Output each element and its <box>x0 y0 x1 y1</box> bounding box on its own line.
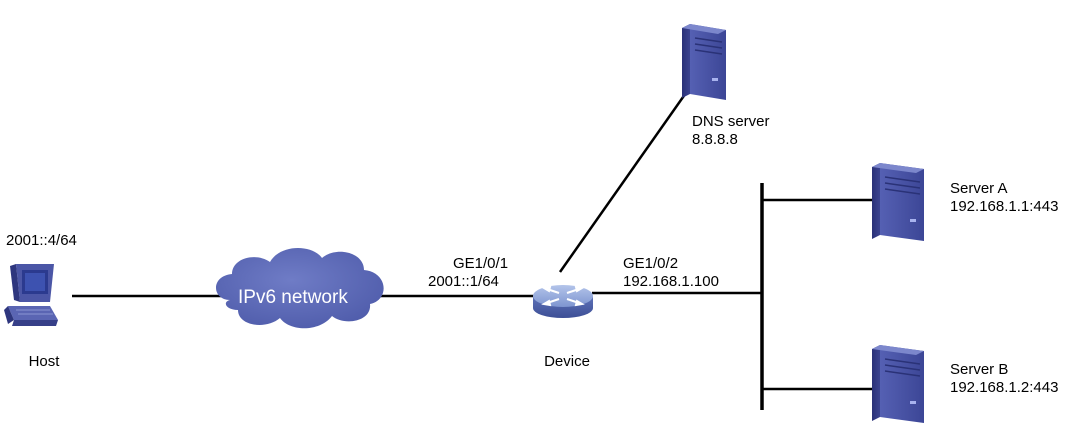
device-if1-name: GE1/0/1 <box>453 255 509 272</box>
host-label: Host <box>28 353 60 370</box>
device-if2-address: 192.168.1.100 <box>623 273 719 290</box>
server-b-address: 192.168.1.2:443 <box>950 379 1059 396</box>
server-a-icon <box>872 163 924 241</box>
host-address-label: 2001::4/64 <box>6 232 77 249</box>
links <box>72 89 876 410</box>
host-computer-icon <box>4 264 58 326</box>
ipv6-network-cloud-icon <box>216 247 384 329</box>
server-a-label: Server A <box>950 180 1008 197</box>
cloud-label: IPv6 network <box>238 287 348 308</box>
server-b-label: Server B <box>950 361 1009 378</box>
dns-server-label: DNS server <box>692 113 770 130</box>
dns-server-icon <box>682 24 726 100</box>
server-b-icon <box>872 345 924 423</box>
device-label: Device <box>544 353 590 370</box>
router-icon <box>533 285 593 318</box>
server-a-address: 192.168.1.1:443 <box>950 198 1059 215</box>
link-device-dns <box>558 89 690 273</box>
device-if2-name: GE1/0/2 <box>623 255 679 272</box>
device-if1-address: 2001::1/64 <box>428 273 499 290</box>
dns-server-address: 8.8.8.8 <box>692 131 738 148</box>
